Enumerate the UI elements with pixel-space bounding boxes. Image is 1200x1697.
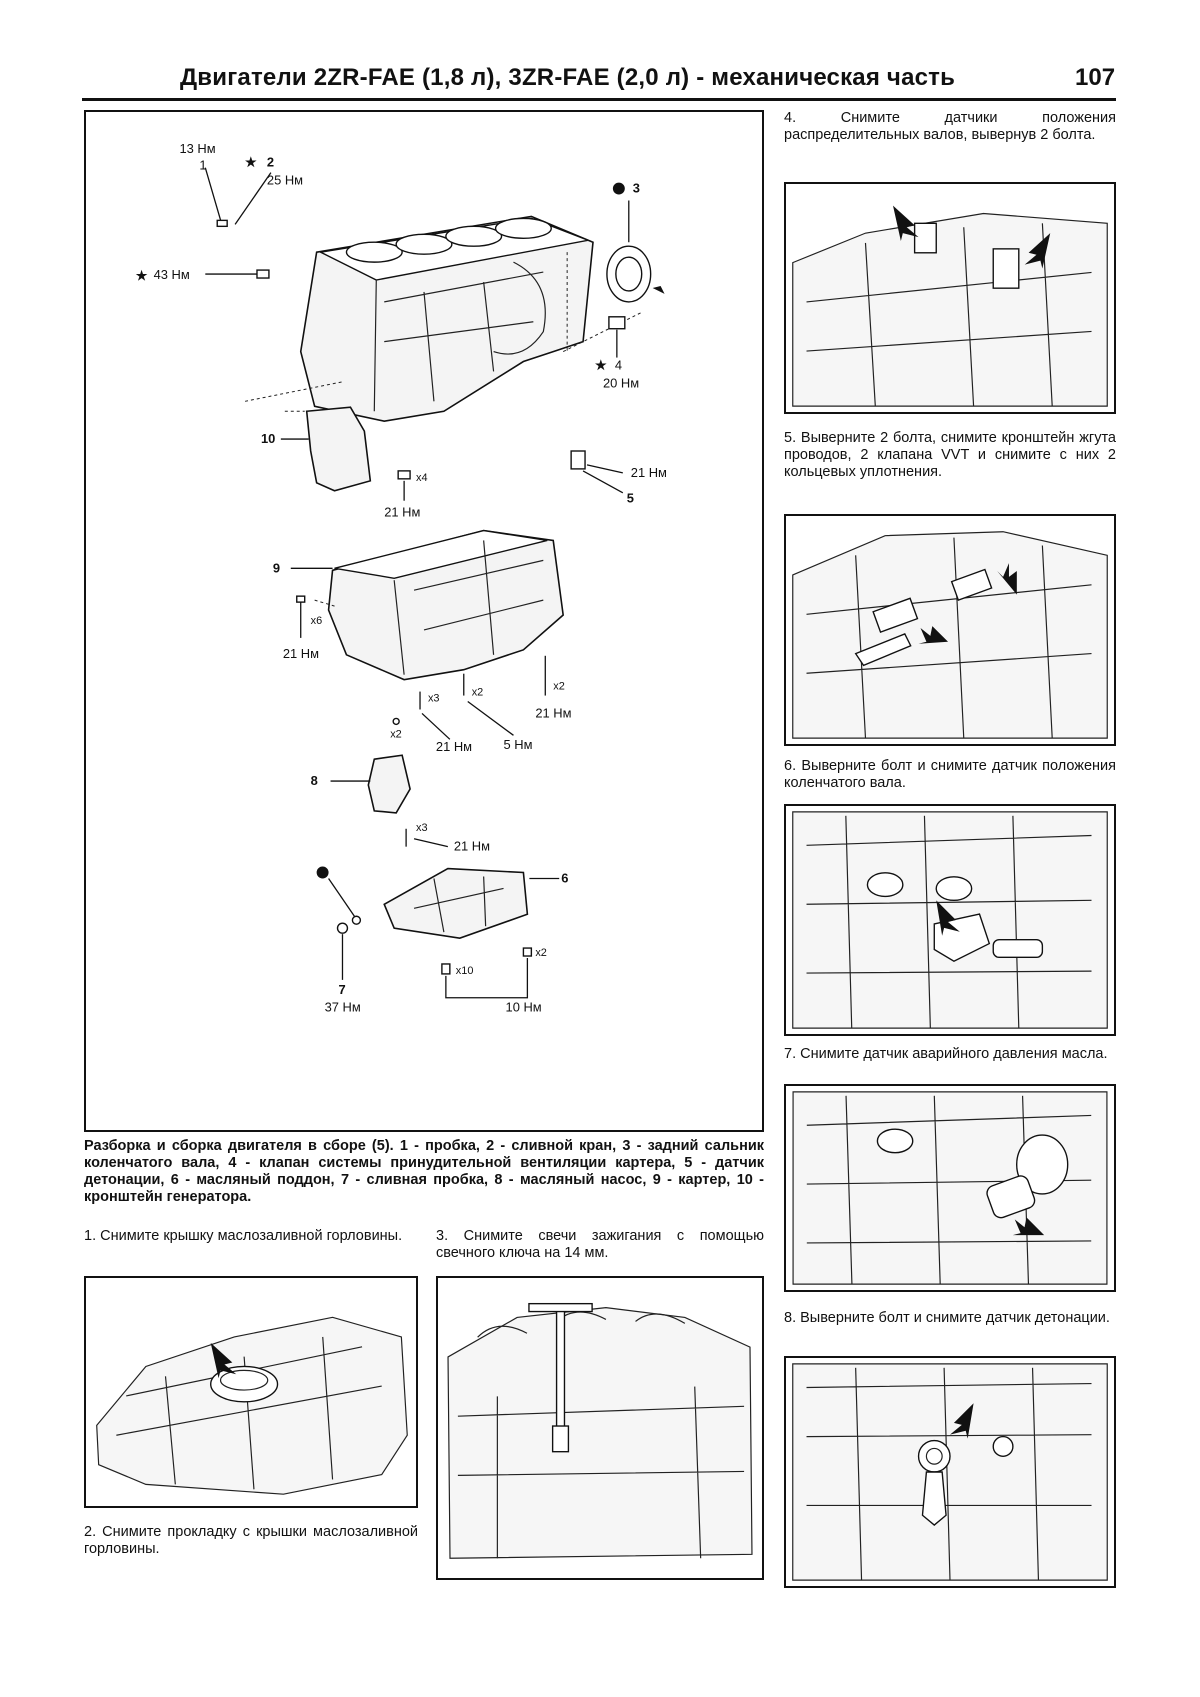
step-6-text: 6. Выверните болт и снимите датчик полож… bbox=[784, 758, 1116, 791]
part-number-4: 4 bbox=[615, 357, 622, 372]
pcv-valve bbox=[608, 316, 626, 330]
quantity-label: x2 bbox=[553, 681, 565, 693]
arrow-icon bbox=[997, 563, 1017, 595]
part-number-2: 2 bbox=[267, 155, 274, 170]
page-number: 107 bbox=[1075, 64, 1116, 91]
cylinder-block bbox=[299, 215, 594, 422]
torque-label: 10 Нм bbox=[506, 1000, 542, 1015]
step-8-text: 8. Выверните болт и снимите датчик детон… bbox=[784, 1310, 1110, 1326]
diagram-caption: Разборка и сборка двигателя в сборе (5).… bbox=[84, 1138, 764, 1205]
arrow-icon bbox=[1024, 233, 1051, 269]
step-5-text: 5. Выверните 2 болта, снимите кронштейн … bbox=[784, 430, 1116, 480]
step-1-illustration bbox=[84, 1276, 418, 1508]
vvt-valve bbox=[872, 597, 919, 633]
quantity-label: x10 bbox=[456, 965, 474, 977]
knock-sensor bbox=[917, 1439, 951, 1473]
torque-label: 37 Нм bbox=[325, 1000, 361, 1015]
replace-part-dot-icon bbox=[316, 866, 329, 879]
quantity-label: x6 bbox=[311, 615, 323, 627]
step-4-text: 4. Снимите датчики положения распределит… bbox=[784, 110, 1116, 143]
step-3-illustration bbox=[436, 1276, 764, 1580]
header-rule bbox=[82, 98, 1116, 101]
spark-plug-wrench bbox=[555, 1306, 566, 1437]
quantity-label: x3 bbox=[416, 822, 428, 834]
oil-pan bbox=[383, 867, 529, 939]
torque-label: 5 Нм bbox=[504, 737, 533, 752]
camshaft-sensor bbox=[913, 222, 937, 254]
part-number-5: 5 bbox=[627, 491, 634, 506]
engine-exploded-diagram: ★ 13 Нм 1 2 25 Нм ★ 43 Нм 3 ★ 4 20 Нм 10… bbox=[84, 110, 764, 1132]
diagram-svg: ★ 13 Нм 1 2 25 Нм ★ 43 Нм 3 ★ 4 20 Нм 10… bbox=[136, 141, 667, 1015]
generator-bracket bbox=[305, 406, 372, 492]
torque-label: 21 Нм bbox=[631, 465, 667, 480]
step-1-text: 1. Снимите крышку маслозаливной горловин… bbox=[84, 1228, 403, 1244]
page-header-title: Двигатели 2ZR-FAE (1,8 л), 3ZR-FAE (2,0 … bbox=[180, 64, 956, 91]
torque-label: 25 Нм bbox=[267, 173, 303, 188]
torque-label: 20 Нм bbox=[603, 375, 639, 390]
part-number-8: 8 bbox=[311, 773, 318, 788]
star-icon: ★ bbox=[595, 357, 607, 372]
quantity-label: x2 bbox=[390, 728, 402, 740]
part-number-3: 3 bbox=[633, 181, 640, 196]
step-8-illustration bbox=[784, 1356, 1116, 1588]
step-2-text: 2. Снимите прокладку с крышки маслозалив… bbox=[84, 1524, 418, 1557]
crankcase bbox=[327, 529, 565, 681]
torque-label: 21 Нм bbox=[454, 839, 490, 854]
arrow-icon bbox=[918, 626, 949, 644]
arrow-icon bbox=[652, 285, 665, 294]
plug-part-1 bbox=[216, 219, 228, 228]
arrow-icon bbox=[1012, 1217, 1045, 1236]
arrow-icon bbox=[950, 1403, 974, 1439]
torque-label: 43 Нм bbox=[154, 267, 190, 282]
drain-plug bbox=[336, 922, 349, 934]
part-number-10: 10 bbox=[261, 431, 275, 446]
torque-label: 21 Нм bbox=[436, 739, 472, 754]
torque-label: 21 Нм bbox=[384, 505, 420, 520]
step-3-text: 3. Снимите свечи зажигания с помощью све… bbox=[436, 1228, 764, 1261]
knock-sensor bbox=[570, 450, 586, 470]
replace-part-dot-icon bbox=[612, 182, 625, 195]
step-7-text: 7. Снимите датчик аварийного давления ма… bbox=[784, 1046, 1108, 1062]
camshaft-sensor bbox=[992, 248, 1020, 289]
part-number-1: 1 bbox=[199, 158, 206, 173]
part-number-6: 6 bbox=[561, 870, 568, 885]
step-4-illustration bbox=[784, 182, 1116, 414]
torque-label: 21 Нм bbox=[283, 646, 319, 661]
arrow-icon bbox=[210, 1342, 237, 1379]
torque-label: 21 Нм bbox=[535, 705, 571, 720]
wiring-bracket bbox=[854, 633, 912, 667]
arrow-icon bbox=[936, 900, 960, 936]
torque-label: 13 Нм bbox=[179, 141, 215, 156]
quantity-label: x3 bbox=[428, 693, 440, 705]
step-5-illustration bbox=[784, 514, 1116, 746]
step-6-illustration bbox=[784, 804, 1116, 1036]
step-7-illustration bbox=[784, 1084, 1116, 1292]
quantity-label: x2 bbox=[535, 947, 547, 959]
star-icon: ★ bbox=[136, 268, 148, 283]
star-icon: ★ bbox=[245, 155, 257, 170]
part-number-9: 9 bbox=[273, 560, 280, 575]
oil-pressure-sensor bbox=[986, 1175, 1036, 1219]
quantity-label: x2 bbox=[472, 687, 484, 699]
arrow-icon bbox=[893, 205, 919, 241]
part-number-7: 7 bbox=[339, 982, 346, 997]
quantity-label: x4 bbox=[416, 472, 428, 484]
oil-pump bbox=[367, 754, 411, 814]
oil-filler-cap bbox=[210, 1365, 279, 1403]
vvt-valve bbox=[950, 568, 993, 601]
